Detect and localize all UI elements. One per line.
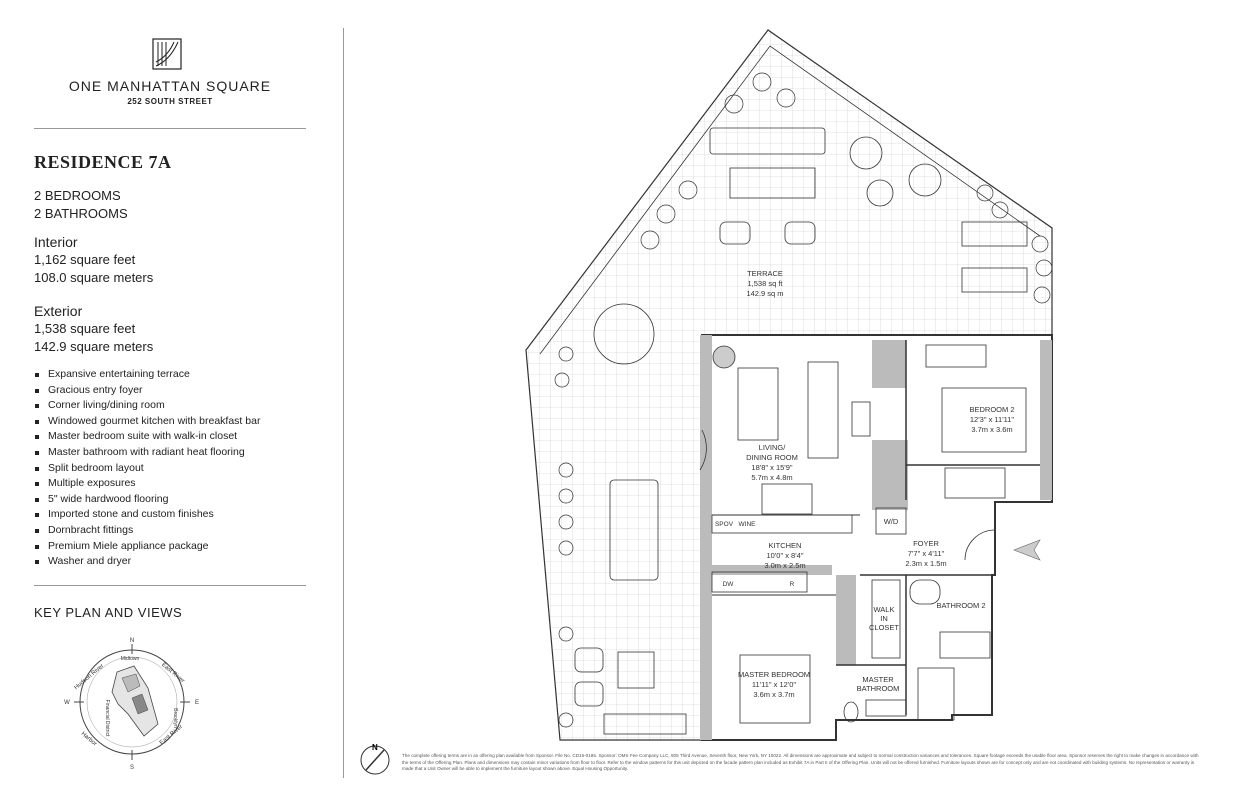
- living-label: LIVING/: [759, 443, 787, 452]
- living-dim-imperial: 18'8" x 15'9": [751, 463, 792, 472]
- north-label: N: [372, 743, 378, 752]
- terrace-label: TERRACE: [747, 269, 783, 278]
- residence-title: RESIDENCE 7A: [34, 152, 172, 172]
- feature-item: Corner living/dining room: [34, 398, 260, 414]
- bathrooms-count: 2 BATHROOMS: [34, 206, 128, 221]
- walkin-label-1: WALK: [874, 605, 895, 614]
- key-plan-compass: N S E W Hudson River Midtown East River …: [64, 638, 199, 771]
- master-bedroom-dim-metric: 3.6m x 3.7m: [753, 690, 794, 699]
- compass-w: W: [64, 700, 70, 706]
- planters: [554, 72, 1053, 728]
- compass-s: S: [130, 765, 134, 771]
- exterior-label: Exterior: [34, 303, 83, 319]
- feature-item: Dornbracht fittings: [34, 523, 260, 539]
- logo-icon: [152, 38, 182, 70]
- foyer-dim-metric: 2.3m x 1.5m: [905, 559, 946, 568]
- interior-sqft: 1,162 square feet: [34, 252, 136, 267]
- interior-sqm: 108.0 square meters: [34, 270, 154, 285]
- kitchen-dim-imperial: 10'0" x 8'4": [767, 551, 804, 560]
- feature-item: Premium Miele appliance package: [34, 539, 260, 555]
- compass-e: E: [195, 700, 199, 706]
- terrace-sqft: 1,538 sq ft: [747, 279, 783, 288]
- brand-name: ONE MANHATTAN SQUARE: [68, 78, 272, 94]
- dw-label: DW: [723, 581, 735, 588]
- living-dim-metric: 5.7m x 4.8m: [751, 473, 792, 482]
- spov-label: SPOV: [715, 521, 734, 528]
- feature-list: Expansive entertaining terrace Gracious …: [34, 367, 260, 570]
- living-label-2: DINING ROOM: [746, 453, 798, 462]
- north-arrow-icon: N: [360, 743, 390, 775]
- exterior-sqft: 1,538 square feet: [34, 321, 136, 336]
- kitchen-dim-metric: 3.0m x 2.5m: [764, 561, 805, 570]
- kitchen-label: KITCHEN: [769, 541, 802, 550]
- legal-disclaimer: The complete offering terms are in an of…: [402, 753, 1199, 771]
- feature-item: 5" wide hardwood flooring: [34, 492, 260, 508]
- divider: [34, 585, 306, 586]
- info-panel: ONE MANHATTAN SQUARE 252 SOUTH STREET RE…: [0, 0, 340, 800]
- label-midtown: Midtown: [121, 656, 140, 662]
- master-bedroom-dim-imperial: 11'11" x 12'0": [752, 680, 797, 689]
- compass-n: N: [130, 638, 134, 644]
- label-brooklyn: Brooklyn: [172, 708, 178, 728]
- feature-item: Multiple exposures: [34, 476, 260, 492]
- interior-walls: [699, 334, 1053, 741]
- foyer-label: FOYER: [913, 539, 939, 548]
- bedroom2-label: BEDROOM 2: [969, 405, 1014, 414]
- bathroom2-label: BATHROOM 2: [936, 601, 985, 610]
- feature-item: Expansive entertaining terrace: [34, 367, 260, 383]
- panel-divider: [343, 28, 344, 778]
- keyplan-title: KEY PLAN AND VIEWS: [34, 605, 183, 620]
- label-financial: Financial District: [104, 700, 110, 737]
- master-bedroom-label: MASTER BEDROOM: [738, 670, 810, 679]
- building-footprint: [111, 665, 159, 737]
- feature-item: Washer and dryer: [34, 554, 260, 570]
- divider: [34, 128, 306, 129]
- interior-label: Interior: [34, 234, 78, 250]
- feature-item: Windowed gourmet kitchen with breakfast …: [34, 414, 260, 430]
- furniture: [574, 127, 1028, 735]
- entry-arrow-icon: [1013, 539, 1041, 561]
- wine-label: WINE: [739, 521, 757, 528]
- master-bath-label-1: MASTER: [862, 675, 894, 684]
- bedroom2-dim-metric: 3.7m x 3.6m: [971, 425, 1012, 434]
- wd-label: W/D: [884, 517, 899, 526]
- bedroom2-dim-imperial: 12'3" x 11'11": [970, 415, 1015, 424]
- master-bath-label-2: BATHROOM: [857, 684, 900, 693]
- brand-address: 252 SOUTH STREET: [127, 97, 213, 106]
- bedrooms-count: 2 BEDROOMS: [34, 188, 121, 203]
- walkin-label-2: IN: [880, 614, 888, 623]
- walkin-label-3: CLOSET: [869, 623, 899, 632]
- feature-item: Split bedroom layout: [34, 461, 260, 477]
- label-harbor: Harbor: [80, 731, 98, 747]
- label-east-river-top: East River: [160, 662, 185, 684]
- feature-item: Imported stone and custom finishes: [34, 507, 260, 523]
- feature-item: Master bedroom suite with walk-in closet: [34, 429, 260, 445]
- r-label: R: [790, 581, 795, 588]
- feature-item: Gracious entry foyer: [34, 383, 260, 399]
- exterior-sqm: 142.9 square meters: [34, 339, 154, 354]
- foyer-dim-imperial: 7'7" x 4'11": [908, 549, 945, 558]
- terrace-sqm: 142.9 sq m: [746, 289, 783, 298]
- feature-item: Master bathroom with radiant heat floori…: [34, 445, 260, 461]
- floor-plan: TERRACE 1,538 sq ft 142.9 sq m LIVING/ D…: [525, 29, 1053, 741]
